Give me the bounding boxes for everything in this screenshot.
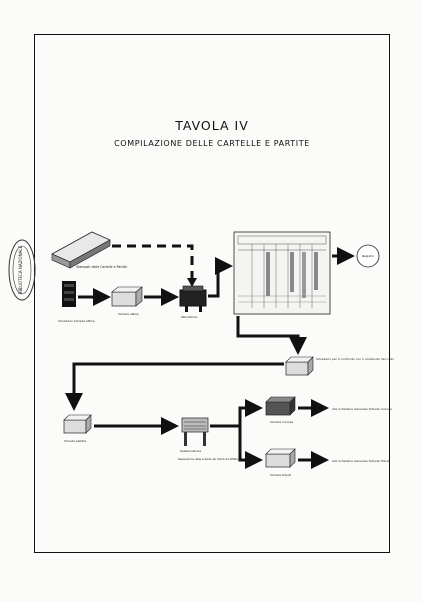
- schede-tributi-box-icon: [265, 448, 296, 468]
- flow-arrow-5: [236, 316, 307, 355]
- diagram-subtitle: COMPILAZIONE DELLE CARTELLE E PARTITE: [114, 139, 310, 148]
- flow-arrow-8: [210, 399, 263, 428]
- registro-node: Registro: [356, 244, 380, 268]
- flow-arrow-6: [65, 362, 284, 411]
- schedario-confronto-box-icon: [285, 356, 314, 376]
- schede-morose-label: Schede morose: [270, 420, 293, 424]
- schede-esitate-label: Schede esitate: [64, 439, 86, 443]
- schede-attive-label: Schede attive: [118, 312, 139, 316]
- stampati-label: Stampati delle Cartelle e Partite: [76, 265, 127, 269]
- selezionatrice-machine-icon: [181, 417, 209, 446]
- page-frame: [34, 34, 390, 553]
- tabulatrice-label: Tabulatrice: [180, 315, 198, 319]
- flow-arrow-9: [238, 426, 263, 469]
- library-stamp: BIBLIOTECA NAZIONALE: [8, 239, 36, 301]
- schede-box-icon: [111, 286, 143, 307]
- schedario-label: Schedario Schede attive: [58, 319, 95, 323]
- stamp-text: BIBLIOTECA NAZIONALE: [18, 245, 23, 294]
- schede-morose-box-icon: [265, 396, 296, 416]
- dest-1-label: Allo schedario Generale Schede morose: [332, 407, 392, 411]
- schedario-confronto-label: Schedario per il confronto con il conten…: [316, 357, 394, 361]
- registro-sheet-icon: [233, 231, 331, 315]
- dashed-feed-arrow: [112, 244, 194, 280]
- selezionatrice-desc: Separazione delle schede dei tributi ed …: [178, 457, 249, 461]
- dest-2-label: Allo schedario Generale Schede Tributi: [332, 459, 390, 463]
- schede-esitate-box-icon: [63, 414, 92, 434]
- schedario-cabinet-icon: [62, 281, 76, 307]
- selezionatrice-label: Selezionatrice: [180, 449, 201, 453]
- tabulatrice-machine-icon: [179, 285, 207, 312]
- registro-label: Registro: [362, 254, 374, 258]
- flow-arrow-3: [208, 257, 233, 298]
- schede-tributi-label: Schede tributi: [270, 473, 291, 477]
- stampati-stack-icon: [51, 231, 111, 269]
- diagram-title: TAVOLA IV: [175, 118, 249, 133]
